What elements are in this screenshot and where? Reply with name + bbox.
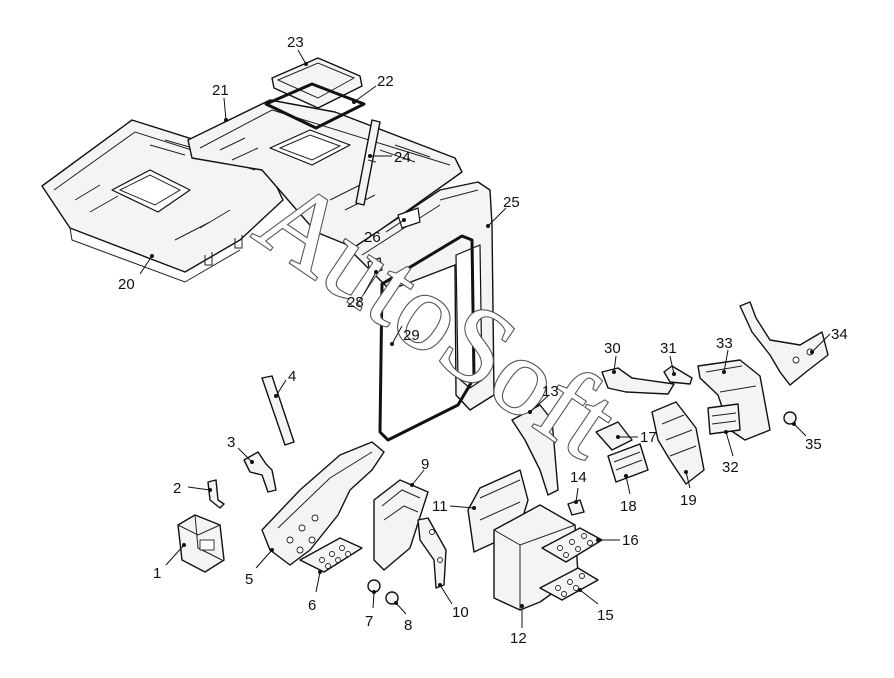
step-housing-5 (261, 441, 385, 566)
flap-17 (595, 421, 633, 451)
callout-24: 24 (394, 149, 411, 166)
callout-35: 35 (805, 436, 822, 453)
callout-5: 5 (245, 571, 253, 588)
callout-1: 1 (153, 565, 161, 582)
fastener-8 (385, 591, 399, 605)
callout-20: 20 (118, 276, 135, 293)
callout-16: 16 (622, 532, 639, 549)
reflector-18 (607, 443, 649, 483)
callout-12: 12 (510, 630, 527, 647)
callout-14: 14 (570, 469, 587, 486)
bracket-13 (511, 404, 559, 496)
callout-21: 21 (212, 82, 229, 99)
callout-30: 30 (604, 340, 621, 357)
hatch-lid (271, 57, 363, 109)
callout-17: 17 (640, 429, 657, 446)
callout-22: 22 (377, 73, 394, 90)
callout-6: 6 (308, 597, 316, 614)
callout-32: 32 (722, 459, 739, 476)
clip-2 (207, 479, 225, 509)
reflector-32 (707, 403, 741, 435)
callouts: 1 2 3 4 5 6 7 8 9 10 11 12 13 (118, 34, 848, 647)
mud-flap-9 (373, 479, 429, 571)
step-frame-11 (467, 469, 529, 553)
gas-strut (355, 119, 381, 206)
mounting-block-1 (177, 514, 225, 573)
step-plate-15 (539, 567, 599, 601)
bracket-30 (601, 367, 675, 395)
mud-guard-33 (697, 359, 771, 441)
bracket-10 (417, 517, 447, 589)
step-plate-6 (299, 537, 363, 573)
callout-29: 29 (403, 327, 420, 344)
callout-26: 26 (364, 229, 381, 246)
bracket-4 (261, 375, 295, 446)
clip-31 (663, 365, 693, 385)
callout-18: 18 (620, 498, 637, 515)
callout-23: 23 (287, 34, 304, 51)
callout-10: 10 (452, 604, 469, 621)
hatch-seal (264, 82, 366, 130)
callout-34: 34 (831, 326, 848, 343)
door-seal (378, 234, 476, 442)
callout-28: 28 (347, 294, 364, 311)
callout-33: 33 (716, 335, 733, 352)
callout-8: 8 (404, 617, 412, 634)
callout-13: 13 (542, 383, 559, 400)
callout-25: 25 (503, 194, 520, 211)
callout-19: 19 (680, 492, 697, 509)
callout-2: 2 (173, 480, 181, 497)
callout-4: 4 (288, 368, 296, 385)
callout-3: 3 (227, 434, 235, 451)
callout-31: 31 (660, 340, 677, 357)
bracket-3 (243, 451, 277, 493)
callout-9: 9 (421, 456, 429, 473)
callout-11: 11 (432, 498, 448, 515)
mud-guard-19 (651, 401, 705, 485)
callout-7: 7 (365, 613, 373, 630)
callout-15: 15 (597, 607, 614, 624)
nut-35 (783, 411, 797, 425)
